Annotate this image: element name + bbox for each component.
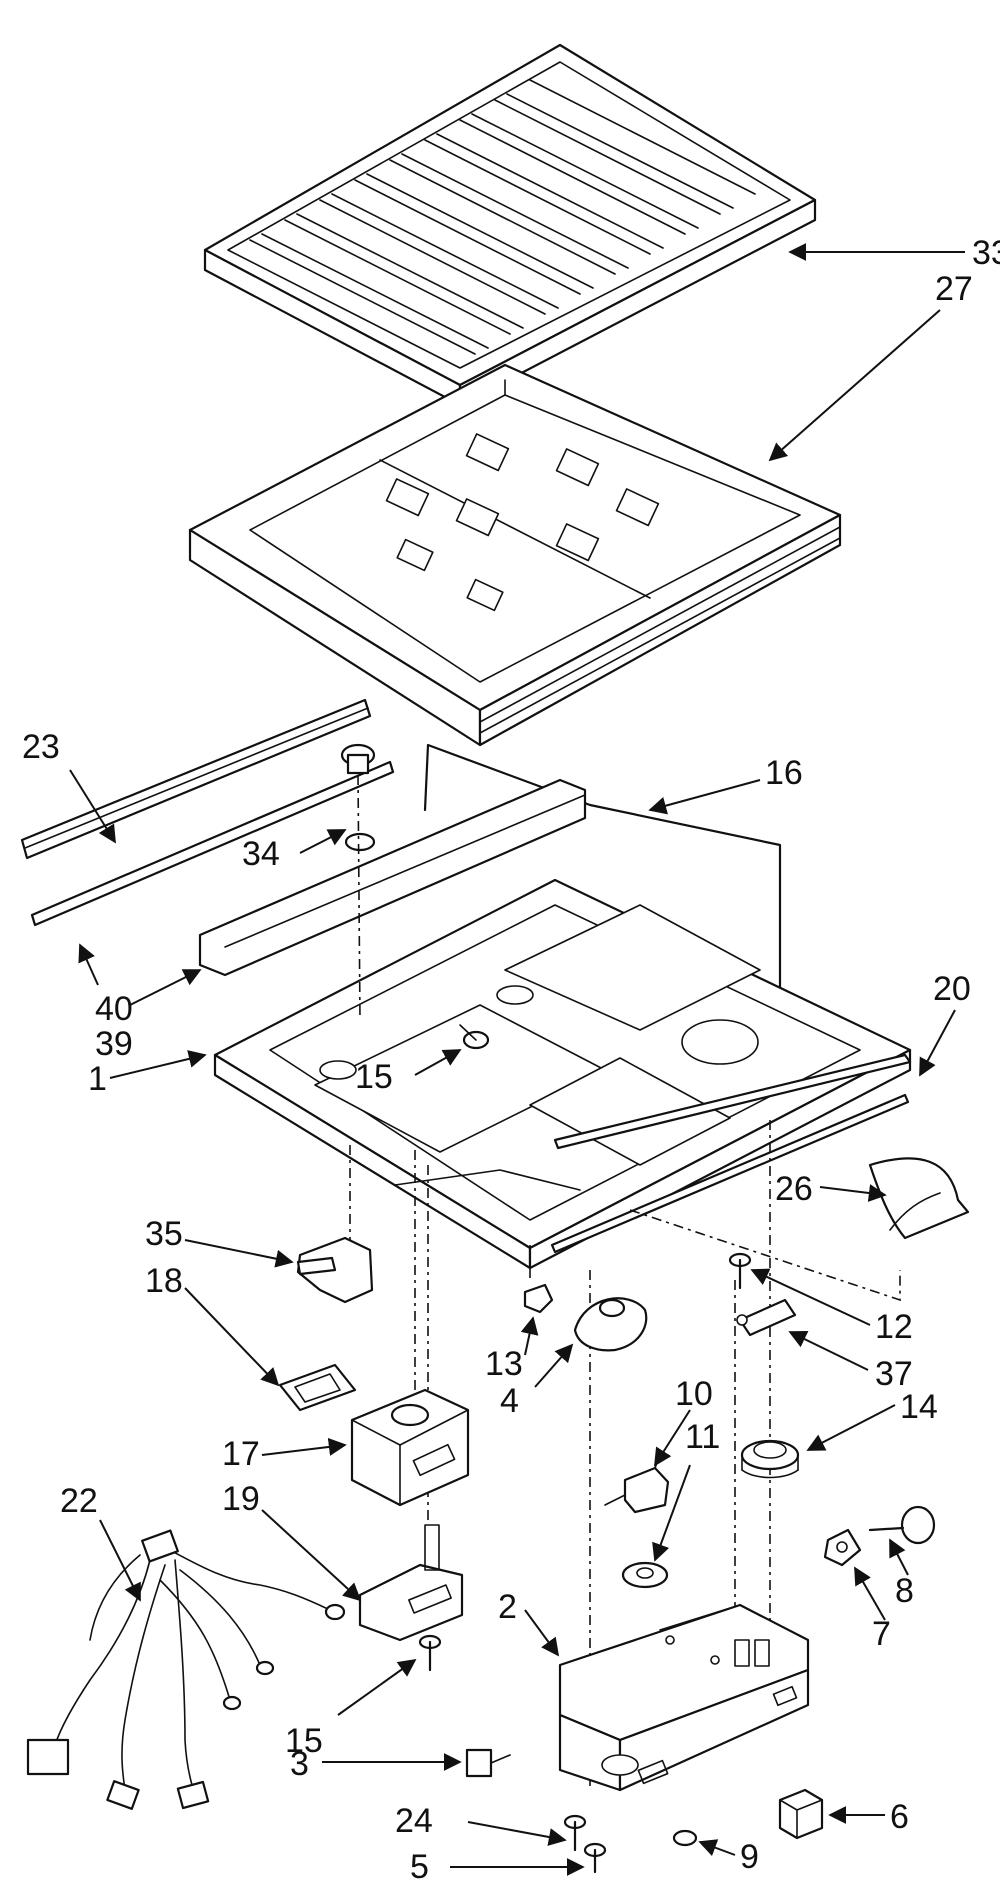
callout-40: 40	[95, 990, 133, 1028]
part-14-pulley	[740, 1439, 800, 1479]
part-9-nut	[672, 1829, 698, 1847]
part-19-switch-bracket	[358, 1524, 464, 1642]
part-1-base-pan	[213, 878, 912, 1270]
callout-18: 18	[145, 1262, 183, 1300]
leader-lines	[69, 243, 965, 1876]
part-17-control-housing	[350, 1388, 470, 1507]
callout-2: 2	[498, 1588, 517, 1626]
part-11-washer	[621, 1561, 669, 1589]
part-33-grille	[203, 43, 817, 407]
part-16-wire-rod	[423, 743, 782, 1002]
callout-39: 39	[95, 1025, 133, 1063]
callout-19: 19	[222, 1480, 260, 1518]
callout-12: 12	[875, 1308, 913, 1346]
callout-13: 13	[485, 1345, 523, 1383]
callout-4: 4	[500, 1382, 519, 1420]
part-24-screw	[563, 1814, 587, 1852]
callout-27: 27	[935, 270, 973, 308]
callout-9: 9	[740, 1838, 759, 1876]
callout-15-upper: 15	[355, 1058, 393, 1096]
part-10-switch	[604, 1454, 670, 1514]
callout-17: 17	[222, 1435, 260, 1473]
callout-8: 8	[895, 1572, 914, 1610]
part-37-plate	[736, 1298, 797, 1337]
part-15-screw-lower	[418, 1634, 442, 1672]
part-27-tray-frame	[188, 363, 842, 747]
callout-22: 22	[60, 1482, 98, 1520]
callout-24: 24	[395, 1802, 433, 1840]
part-3-connector	[465, 1748, 511, 1778]
part-34-clip	[340, 743, 376, 1021]
callout-14: 14	[900, 1388, 938, 1426]
part-15-screw-upper	[459, 1024, 490, 1050]
callout-15-lower: 15	[285, 1722, 323, 1760]
callout-7: 7	[872, 1615, 891, 1653]
part-7-lamp-socket	[823, 1528, 862, 1567]
part-22-wiring-harness	[26, 1529, 346, 1810]
part-23-trim-strip	[20, 698, 372, 860]
part-5-screw	[583, 1842, 607, 1874]
part-4-cam	[573, 1297, 648, 1352]
callout-11: 11	[685, 1418, 720, 1456]
part-8-light-bulb	[868, 1505, 936, 1545]
part-39-channel	[198, 778, 587, 977]
callout-3: 3	[290, 1745, 309, 1783]
callout-37: 37	[875, 1355, 913, 1393]
callout-26: 26	[775, 1170, 813, 1208]
callout-20: 20	[933, 970, 971, 1008]
callout-1: 1	[88, 1060, 107, 1098]
callout-33: 33	[972, 234, 1000, 272]
callout-35: 35	[145, 1215, 183, 1253]
part-12-screw	[728, 1252, 752, 1290]
part-13-clip	[523, 1283, 554, 1314]
part-35-bracket	[296, 1236, 374, 1304]
callout-23: 23	[22, 728, 60, 766]
callout-5: 5	[410, 1848, 429, 1882]
callout-34: 34	[242, 835, 280, 873]
part-26-cover	[868, 1157, 970, 1240]
callout-labels: 33 27 23 16 34 20 40 39 1 15 26 35 18 12…	[22, 234, 1000, 1882]
callout-10: 10	[675, 1375, 713, 1413]
callout-6: 6	[890, 1798, 909, 1836]
callout-16: 16	[765, 754, 803, 792]
part-2-base-bracket	[558, 1603, 810, 1792]
part-18-gasket-plate	[278, 1363, 357, 1412]
part-40-gasket-strip	[30, 760, 395, 927]
part-20-side-rail	[550, 1053, 912, 1254]
part-6-connector-block	[778, 1788, 824, 1840]
